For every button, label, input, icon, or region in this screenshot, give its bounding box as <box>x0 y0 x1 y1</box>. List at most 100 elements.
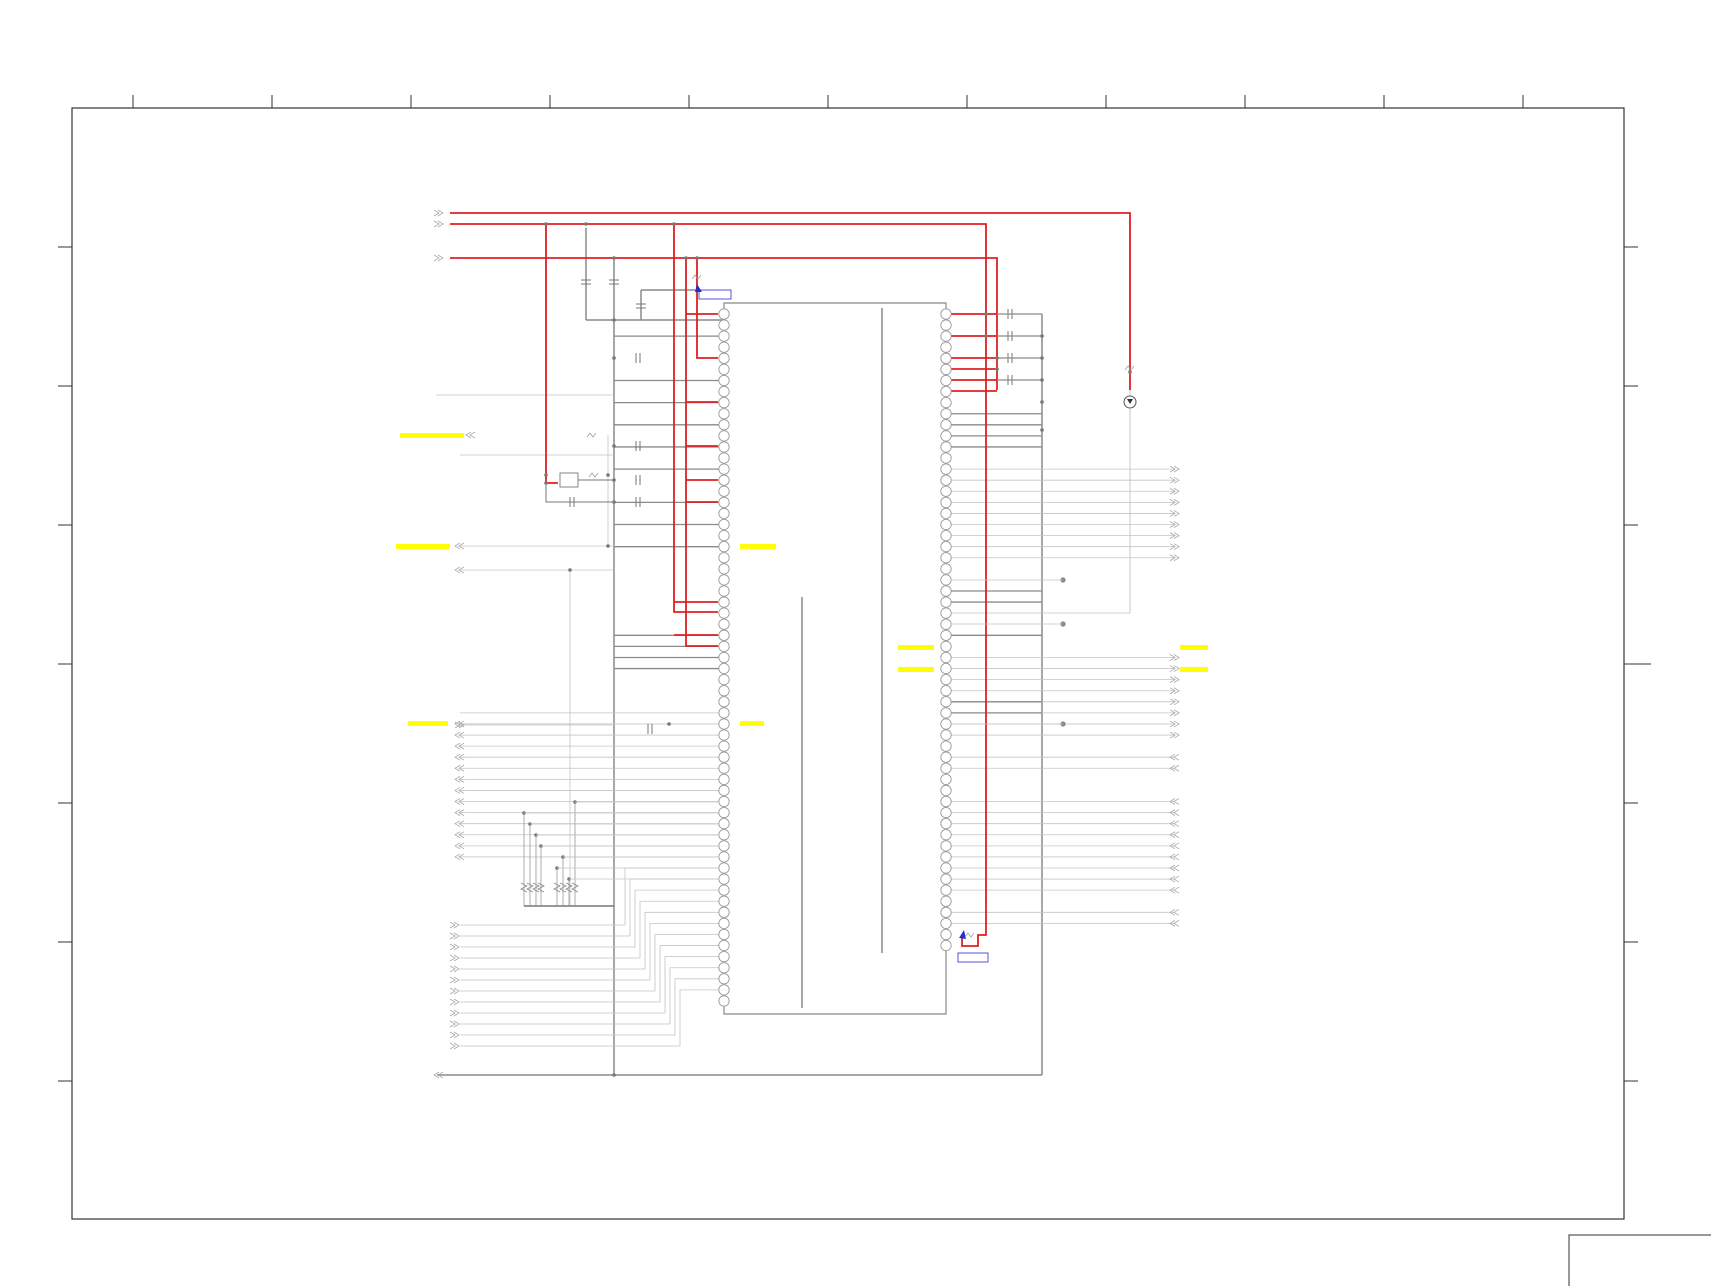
right-signal-lines <box>951 380 1175 924</box>
port-arrow-icon <box>1169 665 1180 672</box>
ic-pin <box>718 385 730 398</box>
ic-pin <box>718 662 730 675</box>
junction-dot-icon <box>544 481 548 485</box>
port-arrow-icon <box>454 842 465 850</box>
junction-dot-icon <box>544 473 548 477</box>
ic-pin <box>718 973 730 985</box>
power-net <box>545 224 558 484</box>
resistor-icon <box>588 472 599 478</box>
ic-pin <box>718 341 730 353</box>
ic-pin <box>718 596 730 608</box>
ic-pin <box>940 673 952 686</box>
port-arrow-icon <box>1169 853 1180 861</box>
ic-pin <box>718 430 730 442</box>
frame-ticks <box>58 95 1651 1082</box>
resistor-icon <box>537 882 545 893</box>
ic-pin <box>718 419 730 431</box>
resistor-icon <box>553 882 561 893</box>
highlight-bar <box>400 433 464 438</box>
junction-dot-icon <box>684 256 688 260</box>
signal-line <box>460 956 719 1014</box>
highlight-bar <box>1180 645 1208 650</box>
port-arrow-icon <box>454 809 465 816</box>
ic-pin <box>718 585 730 597</box>
ic-pin <box>718 507 730 520</box>
ic-pin <box>940 829 952 841</box>
port-arrow-icon <box>1169 499 1180 506</box>
ic-pin <box>718 950 730 963</box>
label-box <box>957 952 989 963</box>
port-arrow-icon <box>1169 687 1180 695</box>
ic-left-pins <box>718 308 730 1007</box>
signal-line <box>460 900 719 959</box>
port-arrow-icon <box>433 1071 444 1079</box>
ic-pin <box>718 618 730 630</box>
junction-dot-icon <box>995 356 999 360</box>
ic-pin <box>718 995 730 1007</box>
junction-dot-icon <box>612 356 616 360</box>
ic-pin <box>940 541 952 553</box>
junction-dot-icon <box>695 256 699 260</box>
ic-pin <box>940 507 952 520</box>
ic-pin <box>940 762 952 774</box>
port-arrow-icon <box>449 987 460 995</box>
junction-dot-icon <box>1040 400 1044 404</box>
ic-pin <box>940 330 952 342</box>
resistor-icon <box>559 882 567 893</box>
highlight-bar <box>396 544 450 549</box>
power-net <box>450 223 987 947</box>
resistor-icon <box>586 432 597 438</box>
highlight-bar <box>740 544 776 549</box>
ic-pin <box>940 396 952 409</box>
port-arrow-icon <box>449 965 460 973</box>
resistor-icon <box>964 932 975 938</box>
port-arrow-icon <box>1169 510 1180 517</box>
ic-pin <box>718 485 730 497</box>
signal-line <box>460 923 719 981</box>
power-nets <box>450 212 1131 947</box>
ic-pin <box>940 751 952 763</box>
power-net <box>450 257 998 390</box>
junction-dot-icon <box>612 444 616 448</box>
ic-pin <box>940 806 952 819</box>
ic-pin <box>940 784 952 797</box>
ic-pin <box>718 352 730 364</box>
port-arrow-icon <box>454 566 465 574</box>
ic-pin <box>940 618 952 630</box>
ic-pin <box>940 685 952 697</box>
ic-pin <box>940 596 952 608</box>
port-arrow-icon <box>1169 676 1180 683</box>
port-arrow-icon <box>454 753 465 761</box>
ic-pin <box>718 640 730 653</box>
junction-dot-icon <box>612 1073 616 1077</box>
signal-line <box>460 945 719 1003</box>
signal-line <box>460 878 719 937</box>
port-arrow-icon <box>433 209 444 217</box>
ic-pin <box>718 729 730 741</box>
label-box <box>698 289 732 300</box>
ic-pin <box>718 917 730 930</box>
ic-pin <box>718 396 730 409</box>
resistor-icon <box>571 882 579 893</box>
port-arrow-icon <box>454 542 465 550</box>
port-arrow-icon <box>449 1020 460 1028</box>
ic-pin <box>718 740 730 752</box>
port-arrow-icon <box>449 976 460 984</box>
highlight-bar <box>408 721 448 726</box>
port-arrow-icon <box>1169 476 1180 484</box>
ic-pin <box>940 651 952 664</box>
left-signal-lines <box>436 335 719 1047</box>
ic-pin <box>940 718 952 730</box>
ic-pin <box>940 363 952 376</box>
ic-pin <box>940 463 952 475</box>
ic-pin <box>718 441 730 453</box>
ic-pin <box>718 518 730 531</box>
ic-pin <box>718 685 730 697</box>
resistor-icon <box>532 882 540 893</box>
ic-pin <box>718 319 730 331</box>
ic-pin <box>718 552 730 564</box>
port-arrow-icon <box>1169 532 1180 539</box>
junction-dot-icon <box>544 222 548 226</box>
ic-pin <box>940 430 952 442</box>
highlight-bar <box>898 645 934 650</box>
